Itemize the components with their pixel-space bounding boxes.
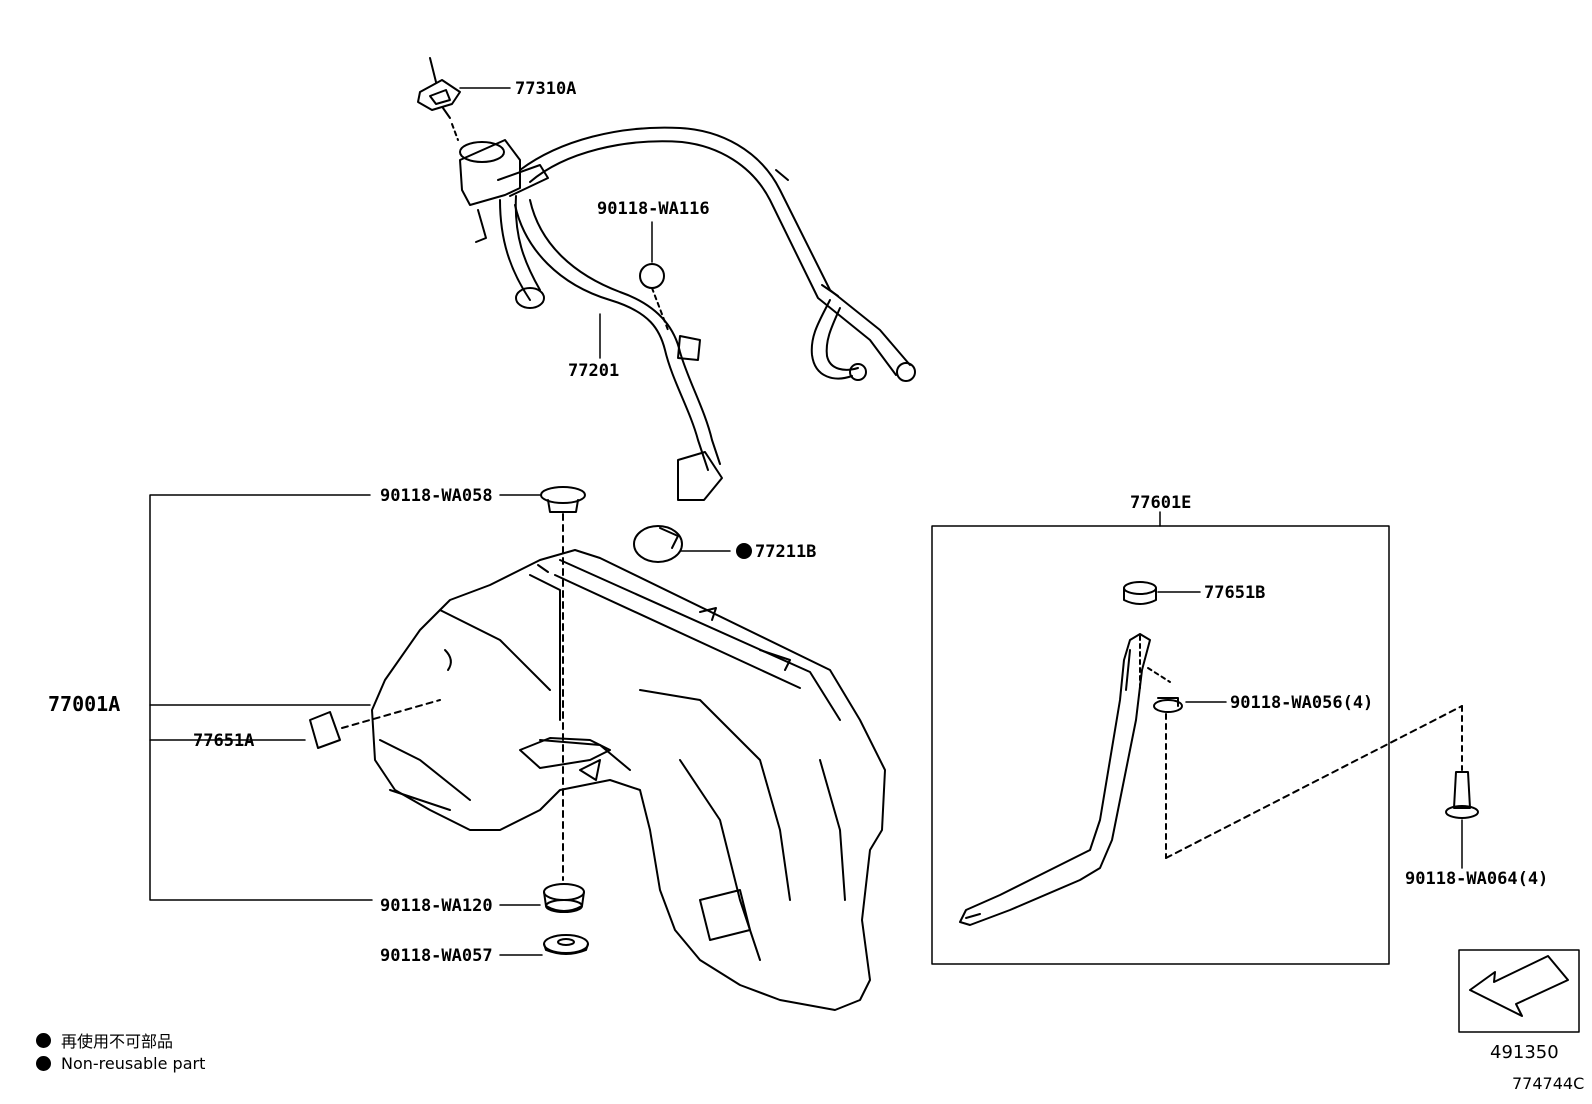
figure-code: 774744C [1512,1074,1585,1093]
label-77201: 77201 [568,361,619,381]
non-reusable-marker [736,543,752,559]
label-77001a: 77001A [48,692,120,716]
legend-jp: 再使用不可部品 [36,1028,173,1052]
label-77211b: 77211B [755,542,816,562]
fuel-cap-vent-part [417,57,461,141]
grommet-90118-wa120 [543,883,585,913]
label-77601e: 77601E [1130,493,1191,513]
legend-jp-text: 再使用不可部品 [61,1032,174,1051]
reference-arrow-box [1458,949,1580,1033]
label-90118-wa064: 90118-WA064(4) [1405,869,1548,889]
filler-neck-head [459,139,549,243]
label-90118-wa120: 90118-WA120 [380,896,493,916]
label-77651b: 77651B [1204,583,1265,603]
legend-en: Non-reusable part [36,1054,205,1073]
fuel-tank [371,549,886,1011]
legend-dot-icon [36,1056,51,1071]
reference-arrow-code: 491350 [1490,1042,1559,1063]
bolt-90118-wa064 [1445,705,1479,869]
grommet-90118-wa058 [540,486,586,881]
hose-clamp-77211b [633,525,683,563]
label-77310a: 77310A [515,79,576,99]
legend-dot-icon [36,1032,51,1048]
label-90118-wa058: 90118-WA058 [380,486,493,506]
label-90118-wa116: 90118-WA116 [597,199,710,219]
clip-90118-wa116 [639,263,701,361]
tank-pad-77651a [309,699,441,749]
washer-90118-wa057 [543,934,589,955]
legend-en-text: Non-reusable part [61,1054,206,1073]
label-90118-wa056: 90118-WA056(4) [1230,693,1373,713]
leader-lines [459,87,731,552]
label-90118-wa057: 90118-WA057 [380,946,493,966]
breather-tube [519,126,916,382]
label-77651a: 77651A [193,731,254,751]
filler-pipe [499,195,723,501]
tank-band-assembly-box [931,511,1463,965]
bracket-77001a [149,494,543,956]
